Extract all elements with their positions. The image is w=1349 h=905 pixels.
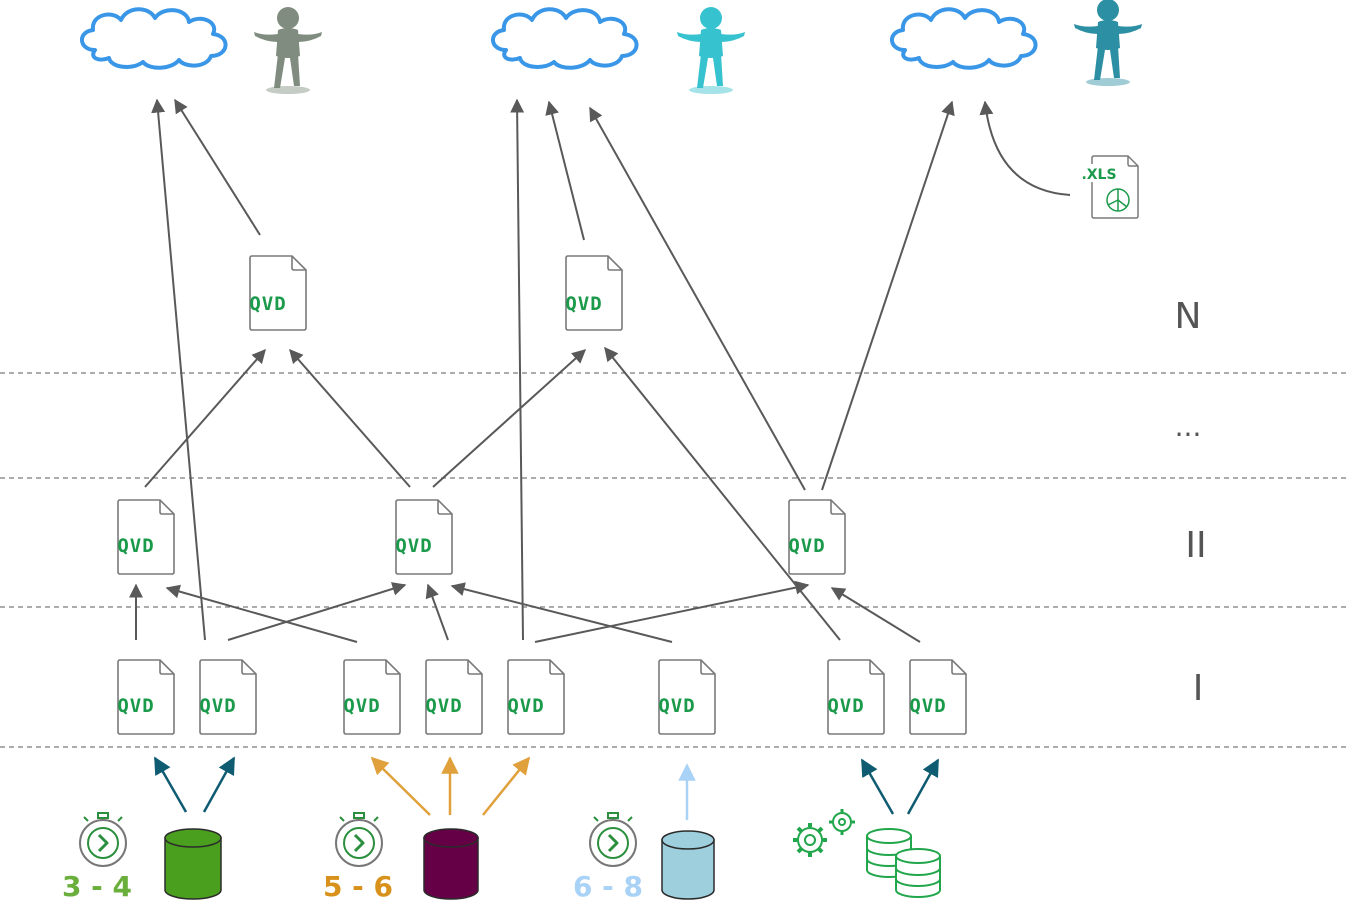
arrow-i-to-ii	[534, 580, 810, 643]
source-arrow-teal	[906, 758, 940, 815]
arrow-xls-to-cloud-3	[979, 100, 1071, 196]
qvd-label: QVD	[827, 695, 864, 717]
level-labels: N ... II I	[1175, 296, 1207, 709]
cloud-3	[889, 7, 1038, 70]
source-arrow-teal	[153, 756, 188, 813]
qvd-label: QVD	[343, 695, 380, 717]
arrow-to-cloud-1	[174, 98, 261, 236]
schedules: 3 - 4 5 - 6 6 - 8	[62, 811, 643, 903]
arrow-i-to-ii	[425, 583, 449, 641]
qvd-file: QVD	[395, 499, 453, 575]
level-label-ii: II	[1185, 525, 1206, 566]
qvd-file: QVD	[788, 499, 846, 575]
level-label-i: I	[1193, 668, 1204, 709]
xls-file-icon: .XLS	[1076, 155, 1139, 219]
qvd-file: QVD	[425, 659, 483, 735]
arrow-i-to-ii	[830, 587, 921, 643]
qvd-label: QVD	[507, 695, 544, 717]
arrow-to-cloud-2	[545, 100, 585, 241]
source-arrow-orange	[370, 756, 431, 816]
database-sources	[164, 828, 715, 900]
qvd-file: QVD	[658, 659, 716, 735]
qvd-label: QVD	[199, 695, 236, 717]
qvd-file: QVD	[827, 659, 885, 735]
database-green-icon	[164, 828, 222, 900]
qvd-level-ii: QVD QVD QVD	[117, 499, 846, 575]
person-2-icon	[677, 7, 745, 94]
source-arrows	[153, 756, 940, 820]
stopwatch-icon	[334, 811, 384, 868]
qvd-label: QVD	[249, 293, 286, 315]
xls-label: .XLS	[1081, 167, 1116, 183]
grey-arrows	[129, 98, 1071, 643]
schedule-label-3: 6 - 8	[573, 870, 643, 903]
level-label-n: N	[1175, 296, 1202, 337]
qvd-file: QVD	[507, 659, 565, 735]
arrow-ii-to-n	[144, 348, 266, 488]
person-3-icon	[1074, 0, 1142, 86]
cloud-1	[79, 7, 228, 70]
source-arrow-orange	[482, 756, 531, 816]
schedule-label-1: 3 - 4	[62, 870, 132, 903]
qvd-label: QVD	[395, 535, 432, 557]
qvd-file: QVD	[199, 659, 257, 735]
schedule-label-2: 5 - 6	[323, 870, 393, 903]
arrow-ii-to-n	[289, 348, 411, 488]
arrow-i-to-ii	[227, 582, 407, 641]
cloud-2	[490, 7, 639, 70]
clouds	[79, 7, 1038, 70]
qvd-label: QVD	[117, 695, 154, 717]
qvd-label: QVD	[788, 535, 825, 557]
database-purple-icon	[423, 828, 479, 900]
qvd-label: QVD	[658, 695, 695, 717]
qvd-file: QVD	[909, 659, 967, 735]
stopwatch-icon	[78, 811, 128, 868]
database-lightblue-icon	[661, 830, 715, 900]
gears-icon	[793, 809, 855, 857]
qvd-label: QVD	[565, 293, 602, 315]
person-1-icon	[254, 7, 322, 94]
source-arrow-teal	[202, 756, 236, 813]
qvd-label: QVD	[117, 535, 154, 557]
arrow-i-to-ii	[450, 582, 673, 643]
arrow-to-cloud-2	[510, 98, 525, 641]
qvd-file: QVD	[249, 255, 307, 331]
arrow-i-to-ii	[165, 584, 358, 643]
stacked-databases-icon	[866, 828, 941, 898]
stopwatch-icon	[588, 811, 638, 868]
source-arrow-teal	[860, 758, 895, 815]
arrow-to-cloud-2	[589, 106, 806, 491]
arrow-to-cloud-1	[151, 98, 206, 641]
qvd-label: QVD	[425, 695, 462, 717]
level-label-ellipsis: ...	[1175, 410, 1202, 443]
arrow-to-cloud-3	[821, 100, 955, 491]
qvd-file: QVD	[117, 659, 175, 735]
arrow-ii-to-n	[604, 346, 841, 641]
qvd-level-i: QVD QVD QVD QVD QVD QVD QVD QVD	[117, 659, 967, 735]
qvd-label: QVD	[909, 695, 946, 717]
qvd-file: QVD	[117, 499, 175, 575]
qvd-file: QVD	[565, 255, 623, 331]
arrow-ii-to-n	[432, 349, 587, 488]
qvd-file: QVD	[343, 659, 401, 735]
qvd-level-n: QVD QVD	[249, 255, 623, 331]
